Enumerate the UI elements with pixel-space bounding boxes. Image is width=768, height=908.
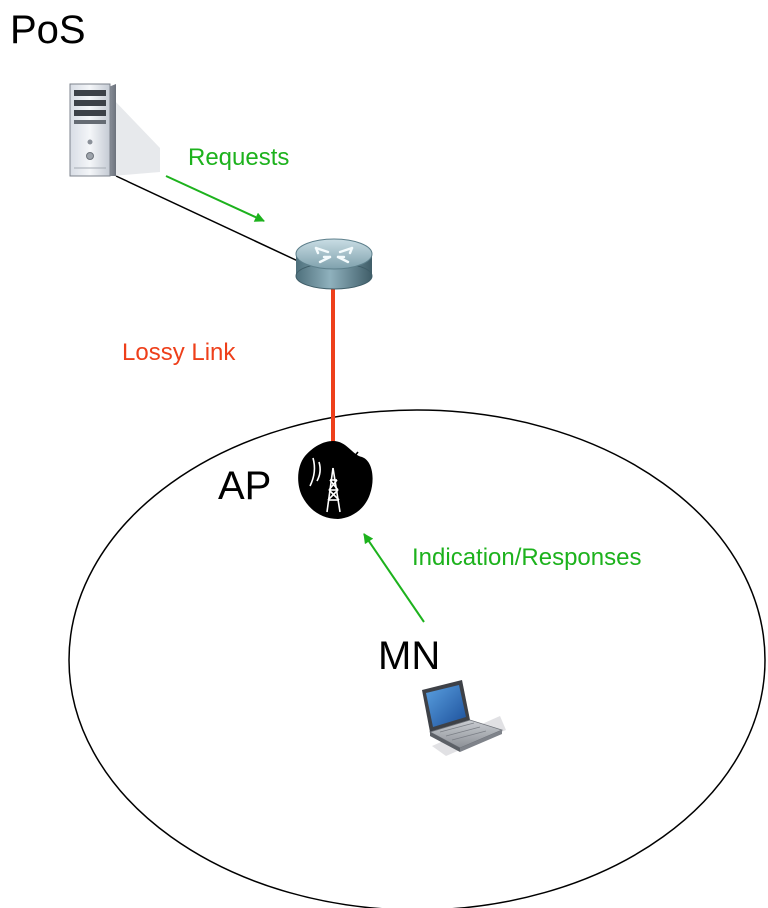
wireless-antenna-icon <box>298 441 373 519</box>
indication-arrow <box>363 533 425 623</box>
router-icon <box>295 238 373 290</box>
lossy-link-label: Lossy Link <box>122 339 236 366</box>
server-router-link <box>115 175 301 263</box>
laptop-icon <box>422 680 506 756</box>
requests-arrow <box>165 175 265 222</box>
server-tower-icon <box>69 83 160 177</box>
pos-title: PoS <box>10 8 86 52</box>
ap-label: AP <box>218 464 272 508</box>
mn-label: MN <box>378 634 441 678</box>
wireless-cell-ellipse <box>68 409 766 908</box>
indication-responses-label: Indication/Responses <box>412 544 642 571</box>
requests-label: Requests <box>188 144 290 171</box>
